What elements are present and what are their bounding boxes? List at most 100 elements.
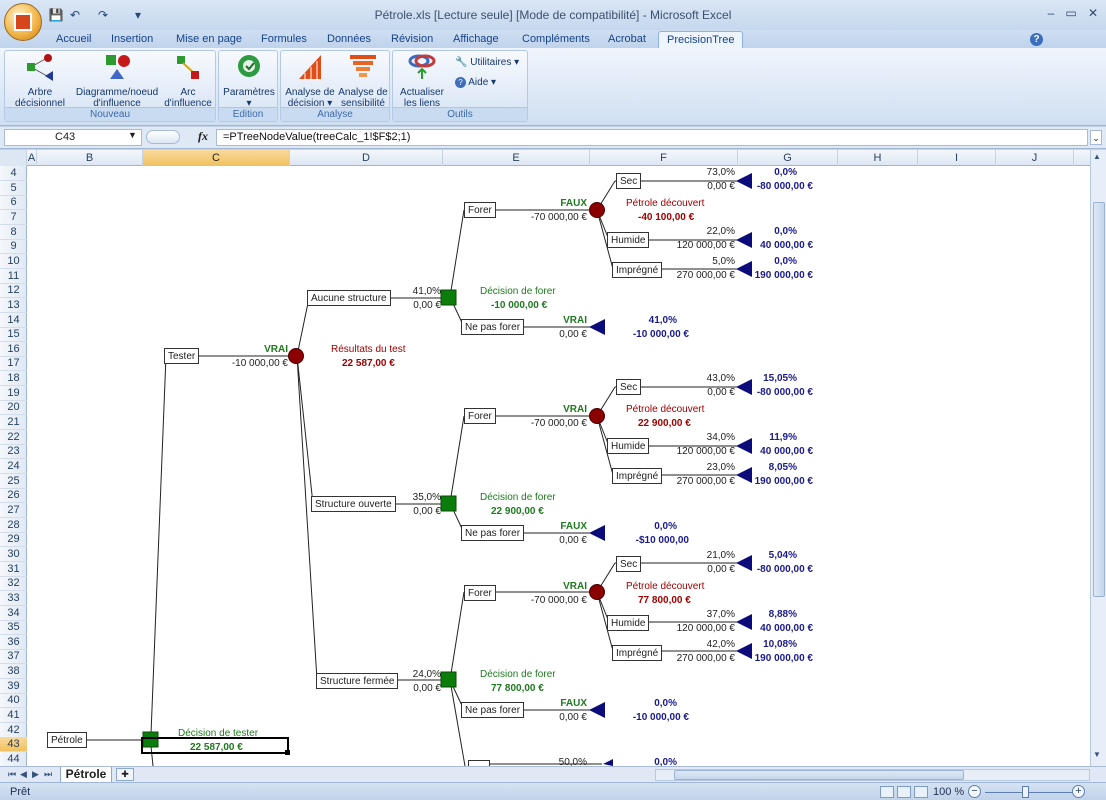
aide-menu[interactable]: ? Aide ▾ (455, 77, 496, 88)
row-header-19[interactable]: 19 (0, 386, 27, 401)
outcome-label[interactable]: Imprégné (612, 262, 663, 278)
prev-sheet-icon[interactable]: ◀ (20, 769, 27, 779)
chance-node-test[interactable] (288, 348, 304, 364)
decision-node-root[interactable] (142, 731, 159, 748)
outcome-label[interactable]: Humide (607, 615, 650, 631)
branch-label[interactable]: Aucune structure (307, 290, 391, 306)
decision-node-2[interactable] (440, 495, 457, 512)
insert-function-icon[interactable]: fx (198, 129, 208, 143)
branch-label[interactable]: Structure fermée (316, 673, 399, 689)
row-header-40[interactable]: 40 (0, 693, 27, 709)
vertical-scroll-thumb[interactable] (1093, 202, 1105, 597)
influence-diagram-button[interactable]: Diagramme/noeud d'influence (73, 53, 161, 109)
column-header-b[interactable]: B (37, 150, 143, 166)
ne-pas-forer-label[interactable]: Ne pas forer (461, 319, 525, 335)
zoom-in-icon[interactable]: + (1072, 785, 1085, 798)
sensitivity-analysis-button[interactable]: Analyse de sensibilité (337, 53, 389, 109)
zoom-slider-thumb[interactable] (1022, 786, 1029, 798)
outcome-label[interactable]: Sec (616, 379, 642, 395)
terminal-node[interactable] (736, 232, 752, 248)
row-header-43[interactable]: 43 (0, 737, 27, 753)
row-header-18[interactable]: 18 (0, 371, 27, 387)
terminal-node[interactable] (736, 643, 752, 659)
select-all-corner[interactable] (0, 150, 27, 166)
row-header-20[interactable]: 20 (0, 400, 27, 416)
column-header-g[interactable]: G (738, 150, 838, 166)
formula-cancel-enter[interactable] (146, 130, 180, 144)
row-header-26[interactable]: 26 (0, 488, 27, 504)
ne-pas-forer-label[interactable]: Ne pas forer (461, 702, 525, 718)
row-header-22[interactable]: 22 (0, 430, 27, 445)
fill-handle[interactable] (285, 750, 290, 755)
expand-formula-icon[interactable]: ⌄ (1090, 130, 1102, 145)
column-header-e[interactable]: E (443, 150, 590, 166)
influence-arc-button[interactable]: Arc d'influence (161, 53, 215, 109)
outcome-label[interactable]: Sec (616, 556, 642, 572)
root-label[interactable]: Pétrole (47, 732, 87, 748)
decision-node-1[interactable] (440, 289, 457, 306)
tab-donnees[interactable]: Données (327, 33, 372, 45)
row-header-29[interactable]: 29 (0, 532, 27, 548)
row-header-6[interactable]: 6 (0, 195, 27, 211)
zoom-out-icon[interactable]: − (968, 785, 981, 798)
row-header-21[interactable]: 21 (0, 415, 27, 431)
zoom-level[interactable]: 100 % (933, 786, 965, 798)
first-sheet-icon[interactable]: ⏮ (8, 769, 17, 779)
chance-node-1[interactable] (589, 202, 605, 218)
help-icon[interactable]: ? (1030, 33, 1043, 46)
decision-analysis-button[interactable]: Analyse de décision ▾ (283, 53, 337, 109)
row-header-9[interactable]: 9 (0, 239, 27, 255)
tab-affichage[interactable]: Affichage (453, 33, 499, 45)
selected-cell-c43[interactable] (141, 737, 289, 754)
row-header-28[interactable]: 28 (0, 518, 27, 533)
undo-icon[interactable]: ↶ (69, 8, 81, 22)
row-header-34[interactable]: 34 (0, 606, 27, 621)
name-box[interactable]: C43 (4, 129, 142, 146)
ne-pas-forer-label[interactable]: Ne pas forer (461, 525, 525, 541)
chance-node-3[interactable] (589, 584, 605, 600)
terminal-node[interactable] (589, 319, 605, 335)
terminal-node[interactable] (736, 261, 752, 277)
row-header-10[interactable]: 10 (0, 254, 27, 269)
forer-branch-label[interactable]: Forer (464, 408, 496, 424)
decision-node-3[interactable] (440, 671, 457, 688)
minimize-button[interactable]: – (1047, 6, 1055, 20)
outcome-label[interactable]: Imprégné (612, 468, 663, 484)
terminal-node[interactable] (603, 759, 613, 766)
scroll-down-icon[interactable]: ▼ (1093, 750, 1101, 759)
outcome-label[interactable]: Imprégné (612, 645, 663, 661)
page-break-view-icon[interactable] (914, 786, 928, 798)
row-header-16[interactable]: 16 (0, 342, 27, 357)
terminal-node[interactable] (736, 438, 752, 454)
page-layout-view-icon[interactable] (897, 786, 911, 798)
row-header-24[interactable]: 24 (0, 459, 27, 474)
column-header-f[interactable]: F (590, 150, 738, 166)
vertical-scrollbar[interactable]: ▲ ▼ (1090, 150, 1106, 766)
row-header-12[interactable]: 12 (0, 283, 27, 299)
normal-view-icon[interactable] (880, 786, 894, 798)
row-header-39[interactable]: 39 (0, 679, 27, 694)
horizontal-scroll-thumb[interactable] (674, 770, 964, 780)
row-header-5[interactable]: 5 (0, 181, 27, 196)
tab-insertion[interactable]: Insertion (111, 33, 154, 45)
insert-sheet-icon[interactable]: ✚ (116, 768, 134, 781)
chance-node-2[interactable] (589, 408, 605, 424)
row-header-36[interactable]: 36 (0, 635, 27, 650)
save-icon[interactable]: 💾 (48, 8, 64, 22)
terminal-node[interactable] (736, 555, 752, 571)
outcome-label[interactable]: Humide (607, 438, 650, 454)
tab-acrobat[interactable]: Acrobat (608, 33, 646, 45)
row-header-44[interactable]: 44 (0, 752, 27, 766)
column-header-h[interactable]: H (838, 150, 918, 166)
horizontal-scrollbar[interactable] (655, 769, 1090, 781)
terminal-node[interactable] (589, 525, 605, 541)
column-header-j[interactable]: J (996, 150, 1074, 166)
tab-complements[interactable]: Compléments (522, 33, 590, 45)
outcome-label[interactable]: Sec (616, 173, 642, 189)
scroll-up-icon[interactable]: ▲ (1093, 152, 1101, 161)
forer-branch-label[interactable]: Forer (464, 585, 496, 601)
row-header-35[interactable]: 35 (0, 620, 27, 636)
row-header-14[interactable]: 14 (0, 313, 27, 328)
row-header-8[interactable]: 8 (0, 225, 27, 240)
forer-branch-label[interactable]: Forer (464, 202, 496, 218)
